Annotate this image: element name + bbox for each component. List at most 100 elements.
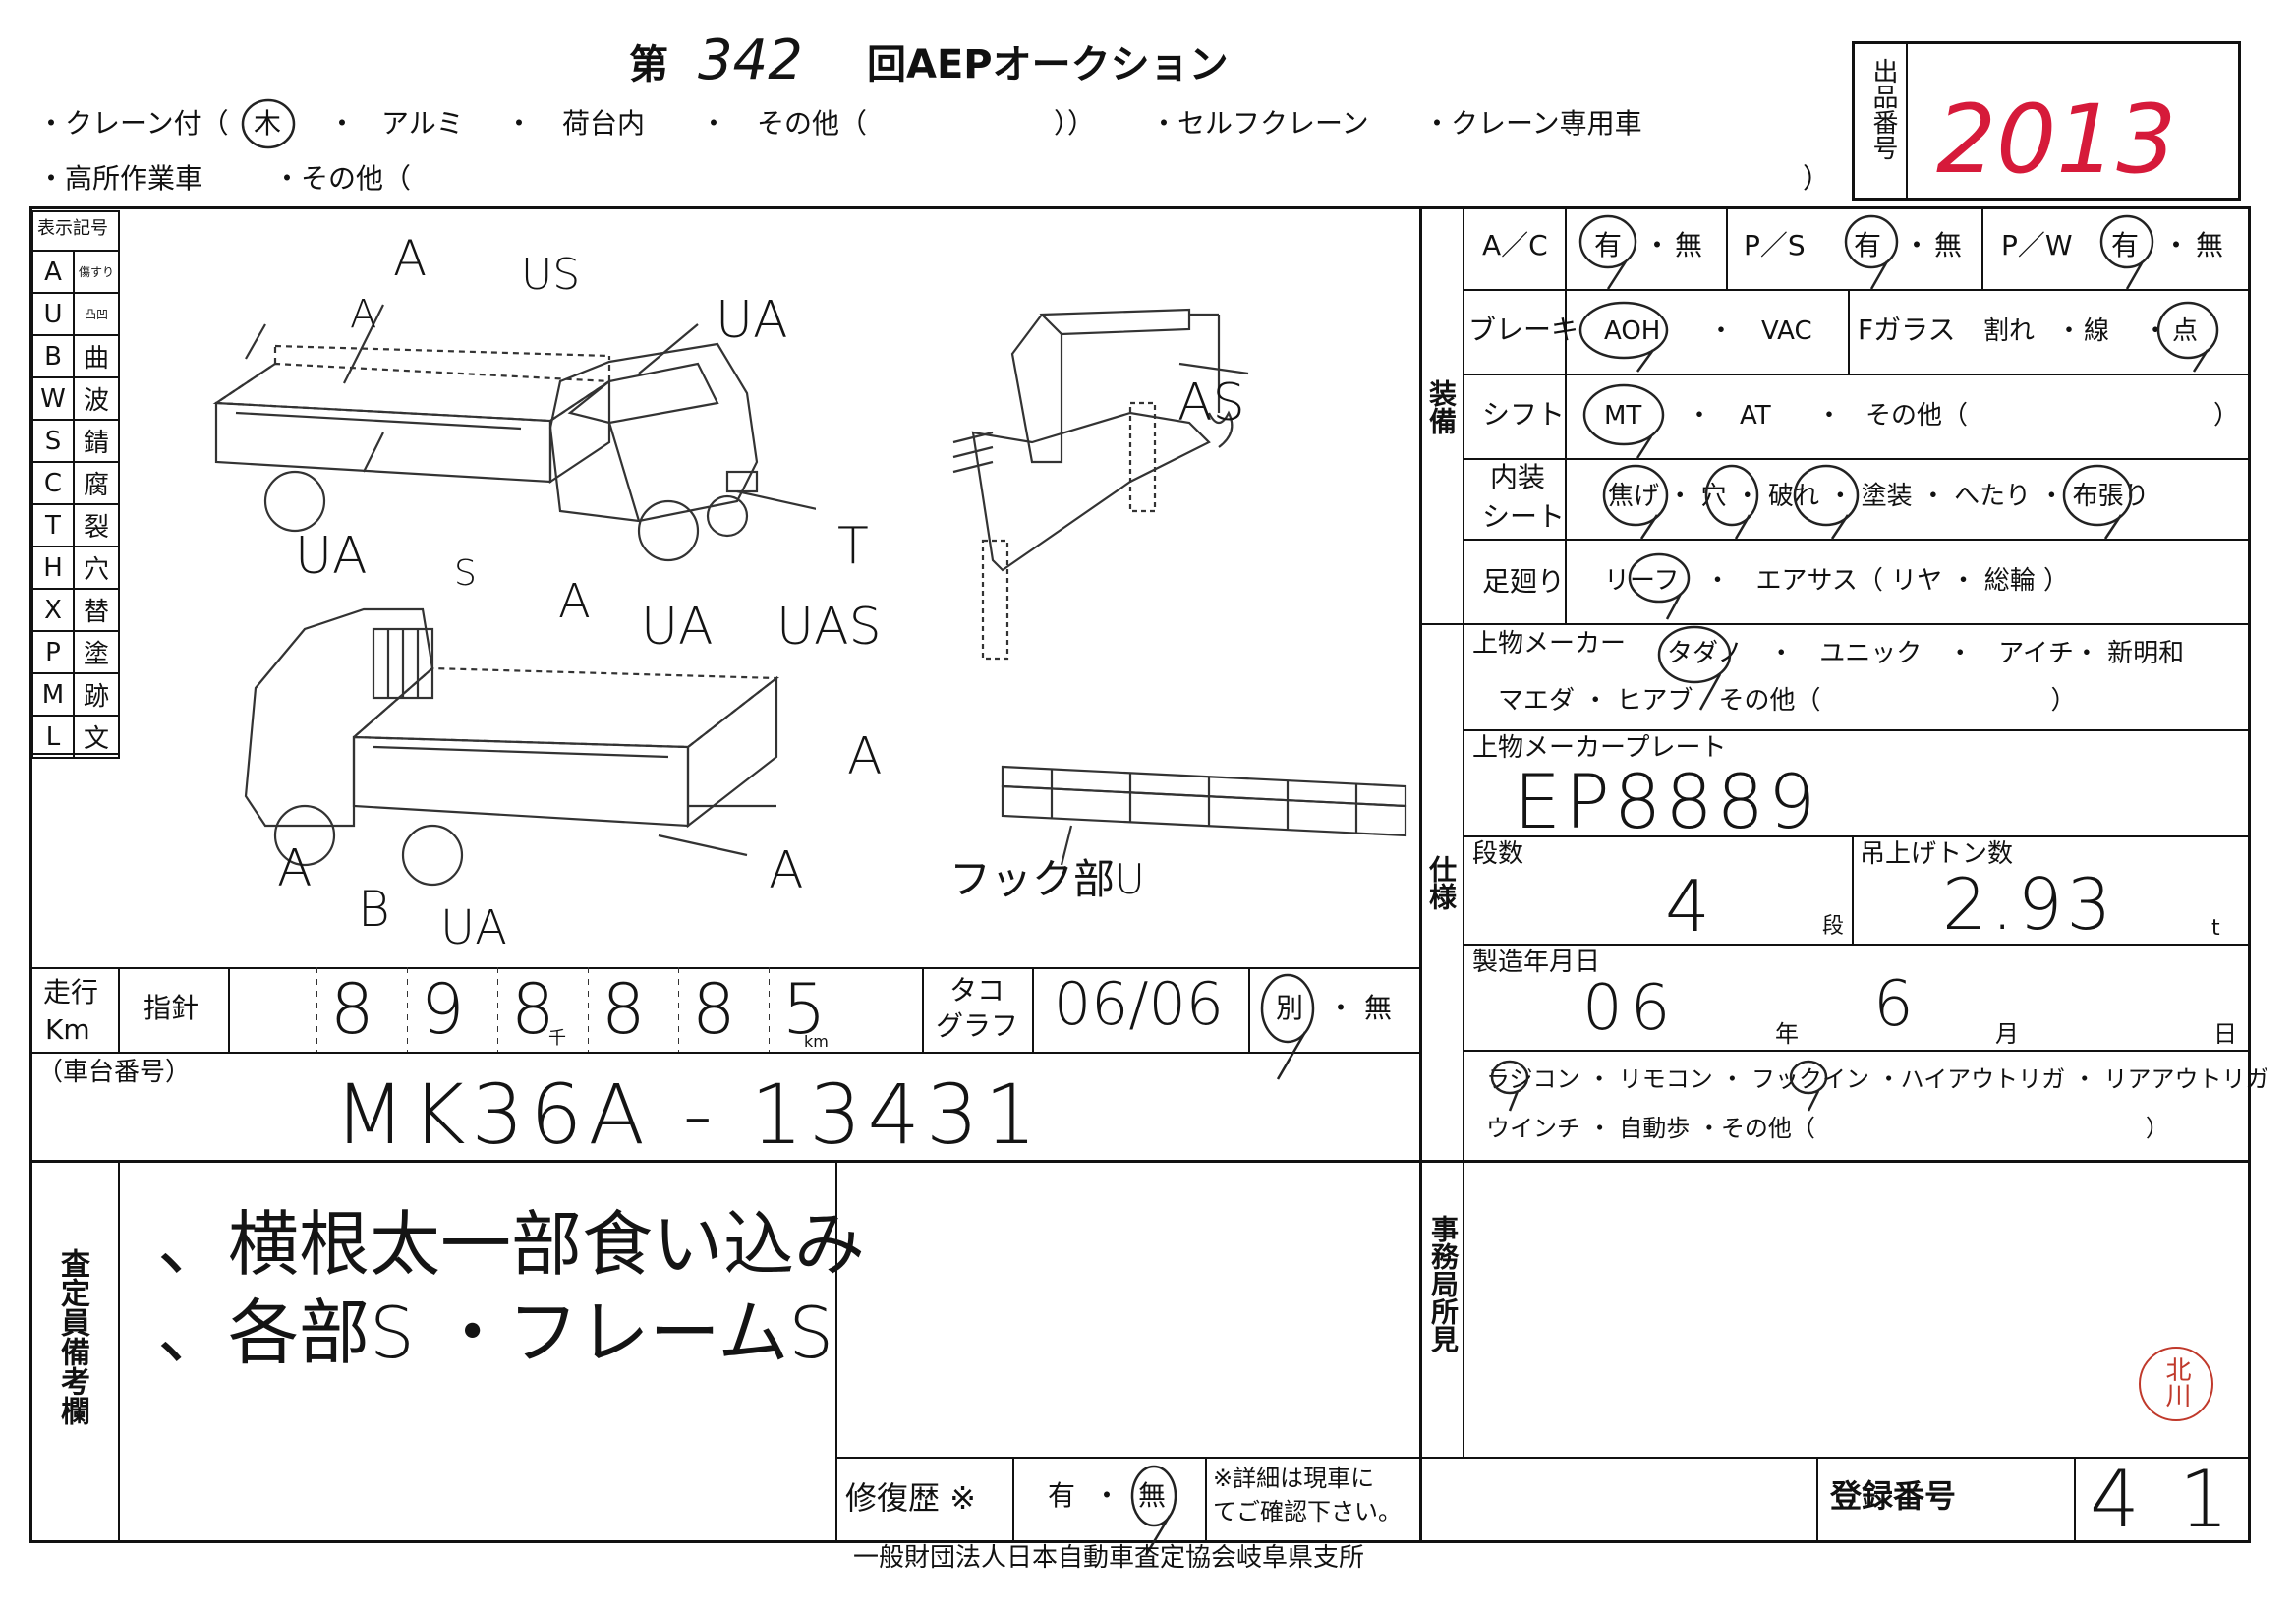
sep-dot: ・ bbox=[1327, 992, 1355, 1024]
suspension-options: リーフ ・ エアサス（ リヤ ・ 総輪 ） bbox=[1604, 566, 2069, 596]
crane-tsuki-label: ・クレーン付（ bbox=[37, 107, 229, 140]
sep-dot: ・ bbox=[328, 107, 357, 140]
legend-meaning: 錆 bbox=[73, 419, 120, 463]
legend-code: A bbox=[31, 250, 75, 294]
aerial-option: ・高所作業車 bbox=[37, 162, 203, 195]
day-unit: 日 bbox=[2213, 1020, 2237, 1048]
close-paren: ）） bbox=[1054, 107, 1096, 140]
repair-note: ※詳細は現車に bbox=[1213, 1465, 1375, 1492]
interior-label: 内装 bbox=[1490, 461, 1546, 493]
ac-yes: 有 bbox=[1594, 229, 1623, 261]
pw-yes: 有 bbox=[2111, 229, 2140, 261]
mark-uas: UAS bbox=[776, 598, 882, 657]
legend-meaning: 替 bbox=[73, 588, 120, 632]
shift-label: シフト bbox=[1482, 398, 1566, 431]
repair-no: 無 bbox=[1138, 1479, 1167, 1512]
sep-dot: ・ bbox=[2056, 316, 2083, 346]
repair-no-circle-mark bbox=[1130, 1465, 1177, 1556]
footer-association: 一般財団法人日本自動車査定協会岐阜県支所 bbox=[853, 1543, 1365, 1573]
legend-code: S bbox=[31, 419, 75, 463]
mark-a: A bbox=[769, 841, 804, 900]
sep-dot: ・ bbox=[505, 107, 534, 140]
tacho-value: 06/06 bbox=[1054, 970, 1224, 1039]
legend-code: L bbox=[31, 715, 75, 759]
pw-label: P／W bbox=[2001, 229, 2073, 261]
pw-no: 無 bbox=[2196, 229, 2224, 261]
auction-title: 回AEPオークション bbox=[867, 42, 1229, 87]
betsu-circle-mark bbox=[1260, 973, 1315, 1080]
auction-number: 342 bbox=[698, 29, 803, 92]
mark-ua: UA bbox=[641, 598, 714, 657]
legend-meaning: 跡 bbox=[73, 672, 120, 717]
mark-s: S bbox=[454, 553, 477, 594]
seat-label: シート bbox=[1482, 500, 1566, 533]
ps-no: 無 bbox=[1934, 229, 1963, 261]
sep-dot: ・ bbox=[1093, 1479, 1121, 1512]
remarks-line-1: 、横根太一部食い込み bbox=[157, 1203, 866, 1286]
glass-ware: 割れ bbox=[1983, 316, 2036, 346]
sep-dot: ・ bbox=[1708, 316, 1735, 346]
crane-options-line-1: ラジコン ・ リモコン ・ フックイン ・ハイアウトリガ ・ リアアウトリガ bbox=[1486, 1065, 2269, 1093]
alumi-option: アルミ bbox=[381, 107, 464, 140]
crane-only-option: ・クレーン専用車 bbox=[1423, 107, 1642, 140]
maker-options-line-1: タダノ ・ ユニック ・ アイチ・ 新明和 bbox=[1667, 639, 2185, 668]
legend-meaning: 腐 bbox=[73, 461, 120, 505]
office-label: 事務局所見 bbox=[1427, 1215, 1460, 1352]
chassis-label: （車台番号） bbox=[37, 1058, 192, 1087]
sep-dot: ・ bbox=[700, 107, 728, 140]
legend-code: T bbox=[31, 503, 75, 547]
mark-ua: UA bbox=[440, 900, 507, 955]
sep-dot: ・ bbox=[2162, 229, 2191, 261]
equipment-check-marks bbox=[1578, 214, 2219, 620]
repair-note: てご確認下さい。 bbox=[1213, 1498, 1402, 1525]
shift-at: AT bbox=[1740, 401, 1771, 431]
truck-diagram-top bbox=[212, 304, 816, 562]
maker-label: 上物メーカー bbox=[1472, 629, 1627, 659]
legend-meaning: 塗 bbox=[73, 630, 120, 674]
legend-code: U bbox=[31, 292, 75, 336]
lot-number-box: 出品番号 bbox=[1852, 41, 2241, 201]
repair-history-label: 修復歴 ※ bbox=[845, 1479, 976, 1517]
plate-value: EP8889 bbox=[1514, 758, 1820, 845]
manufacture-date-label: 製造年月日 bbox=[1472, 948, 1601, 977]
close-paren: ） bbox=[2213, 401, 2240, 431]
digit-divider bbox=[316, 967, 317, 1052]
frame-diagram bbox=[1001, 765, 1407, 866]
tacho-betsu: 別 bbox=[1276, 992, 1304, 1024]
legend-title: 表示記号 bbox=[37, 218, 108, 239]
tacho-label: グラフ bbox=[936, 1009, 1019, 1042]
digit-divider bbox=[678, 967, 679, 1052]
shift-mt: MT bbox=[1604, 401, 1642, 431]
main-frame bbox=[29, 206, 2251, 1543]
wood-option: 木 bbox=[254, 107, 282, 140]
tacho-nashi: 無 bbox=[1364, 992, 1393, 1024]
legend-code: X bbox=[31, 588, 75, 632]
brake-aoh: AOH bbox=[1604, 316, 1661, 346]
odometer-digit: 8 bbox=[692, 969, 736, 1050]
ton-label: 吊上げトン数 bbox=[1860, 839, 2014, 869]
odometer-label: 走行 bbox=[43, 976, 99, 1008]
year-unit: 年 bbox=[1775, 1020, 1799, 1048]
mark-ua: UA bbox=[716, 291, 788, 350]
other-option: ・その他（ bbox=[273, 162, 412, 195]
remarks-label: 査定員備考欄 bbox=[55, 1248, 89, 1425]
inspector-seal: 北川 bbox=[2139, 1347, 2213, 1421]
odometer-shishin-label: 指針 bbox=[144, 992, 200, 1024]
digit-divider bbox=[769, 967, 770, 1052]
odometer-km-label: Km bbox=[45, 1013, 90, 1046]
ps-yes: 有 bbox=[1854, 229, 1882, 261]
mark-as: AS bbox=[1177, 374, 1245, 432]
digit-divider bbox=[407, 967, 408, 1052]
interior-options: 焦げ ・ 穴 ・ 破れ ・ 塗装 ・ へたり ・ 布張り bbox=[1608, 482, 2150, 511]
manufacture-month: 6 bbox=[1873, 968, 1914, 1041]
legend-code: W bbox=[31, 376, 75, 421]
brake-vac: VAC bbox=[1761, 316, 1812, 346]
fglass-label: Fガラス bbox=[1858, 314, 1956, 346]
sep-dot: ・ bbox=[1903, 229, 1931, 261]
mark-b: B bbox=[358, 881, 390, 938]
odometer-digit: 9 bbox=[421, 969, 465, 1050]
chassis-number: MK36A - 13431 bbox=[334, 1066, 1043, 1163]
ton-unit: t bbox=[2211, 916, 2220, 941]
ps-label: P／S bbox=[1744, 229, 1806, 261]
tacho-label: タコ bbox=[949, 974, 1005, 1007]
